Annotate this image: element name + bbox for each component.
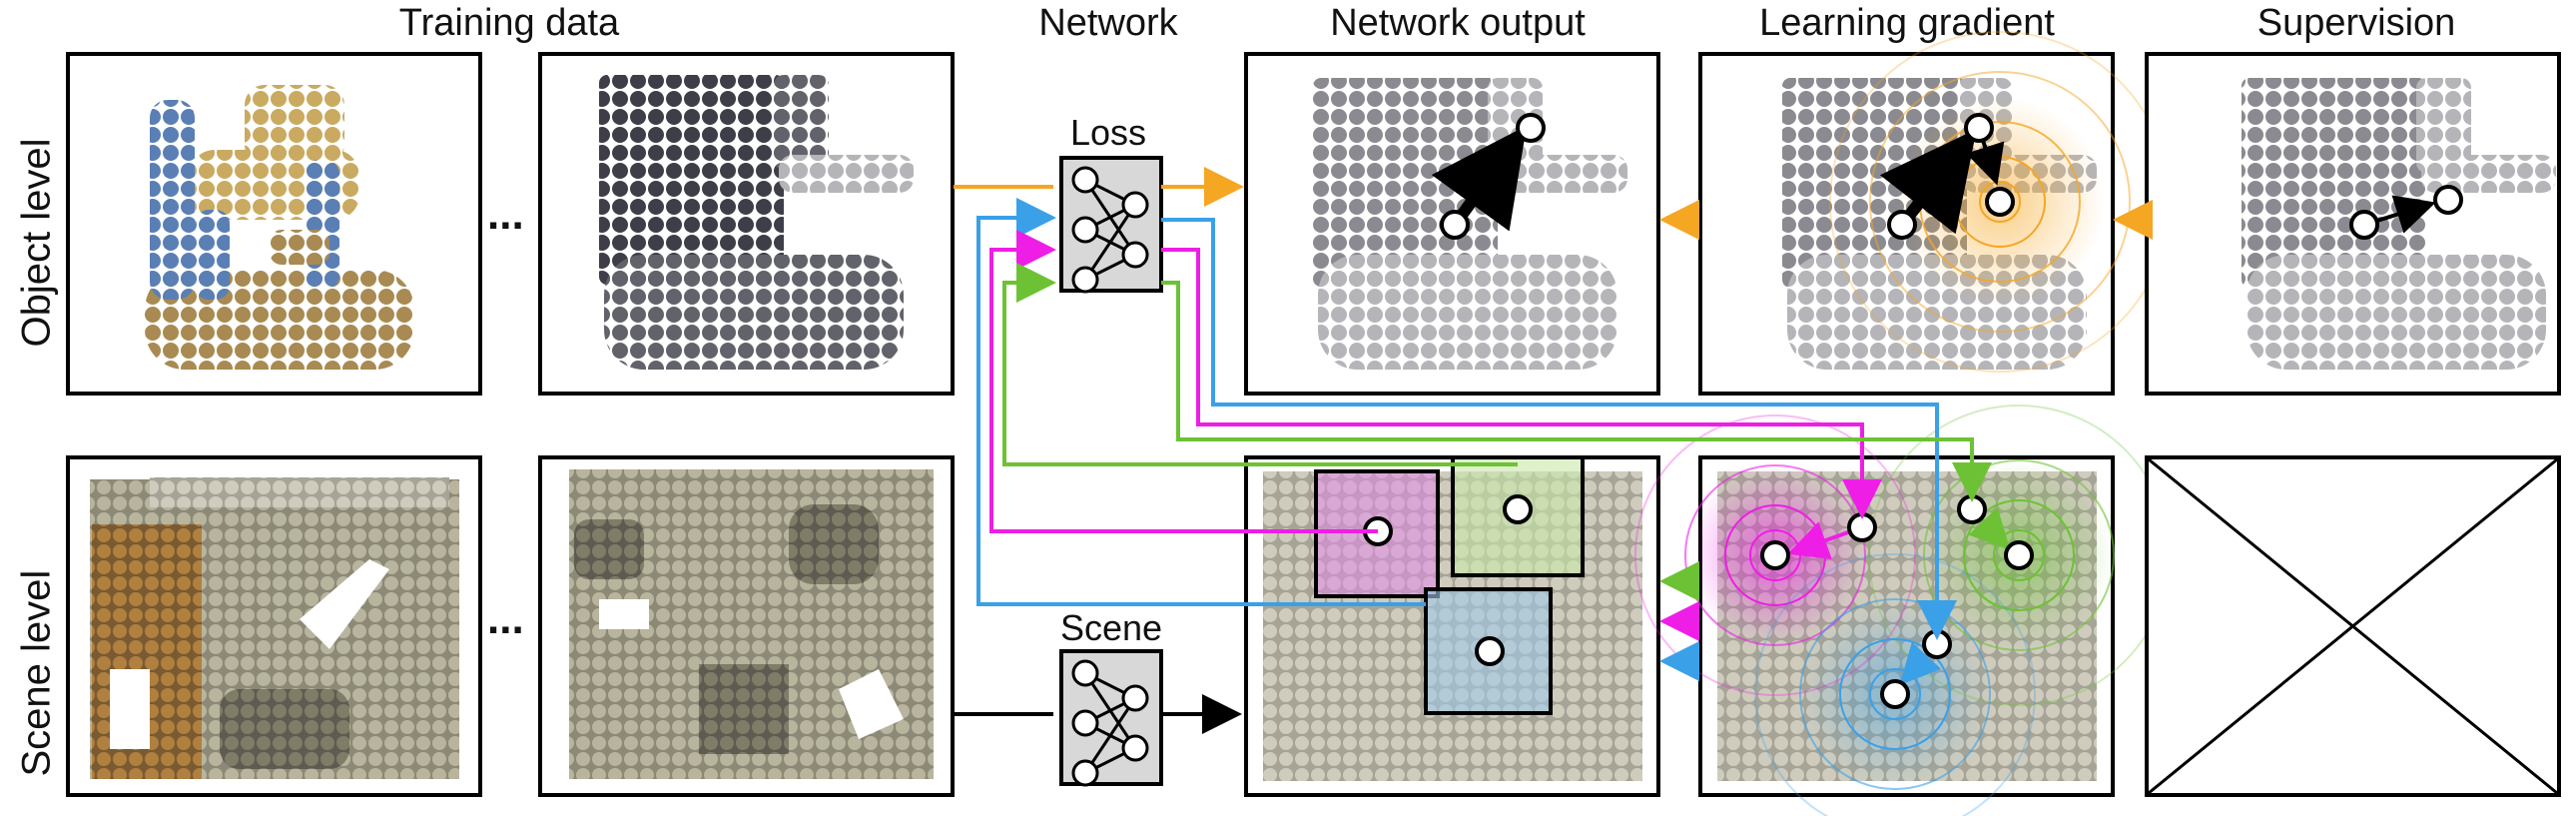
object-learning-gradient-panel xyxy=(1698,31,2171,396)
header-network-output: Network output xyxy=(1330,2,1586,44)
scene-training-panel-textured xyxy=(538,455,955,797)
scene-learning-gradient-panel xyxy=(1634,405,2170,816)
header-network: Network xyxy=(1038,2,1178,44)
loss-network-icon xyxy=(1059,156,1163,294)
scene-supervision-panel-empty xyxy=(2145,455,2561,797)
magenta-arrow-from-loss xyxy=(1161,248,1882,519)
header-learning-gradient: Learning gradient xyxy=(1759,2,2055,44)
object-training-panel-gray xyxy=(538,52,955,396)
header-training-data: Training data xyxy=(398,2,620,44)
ellipsis-object: ... xyxy=(487,190,524,239)
green-arrow-to-loss xyxy=(1002,263,1518,466)
object-supervision-panel xyxy=(2145,52,2561,396)
object-network-output-panel xyxy=(1244,52,1660,396)
magenta-arrow-to-loss xyxy=(989,230,1378,533)
header-supervision: Supervision xyxy=(2256,2,2456,44)
scene-network-label: Scene xyxy=(1059,607,1163,648)
object-training-panel-colored xyxy=(66,52,482,396)
green-arrow-from-loss xyxy=(1161,281,1992,502)
loss-network-label: Loss xyxy=(1069,112,1147,153)
blue-arrow-from-loss xyxy=(1161,218,1957,640)
scene-network-output-panel xyxy=(1244,455,1660,797)
ellipsis-scene: ... xyxy=(487,594,524,643)
blue-arrow-to-loss xyxy=(976,198,1426,606)
scene-training-panel-colored xyxy=(66,455,482,797)
scene-network-icon xyxy=(1059,649,1163,787)
